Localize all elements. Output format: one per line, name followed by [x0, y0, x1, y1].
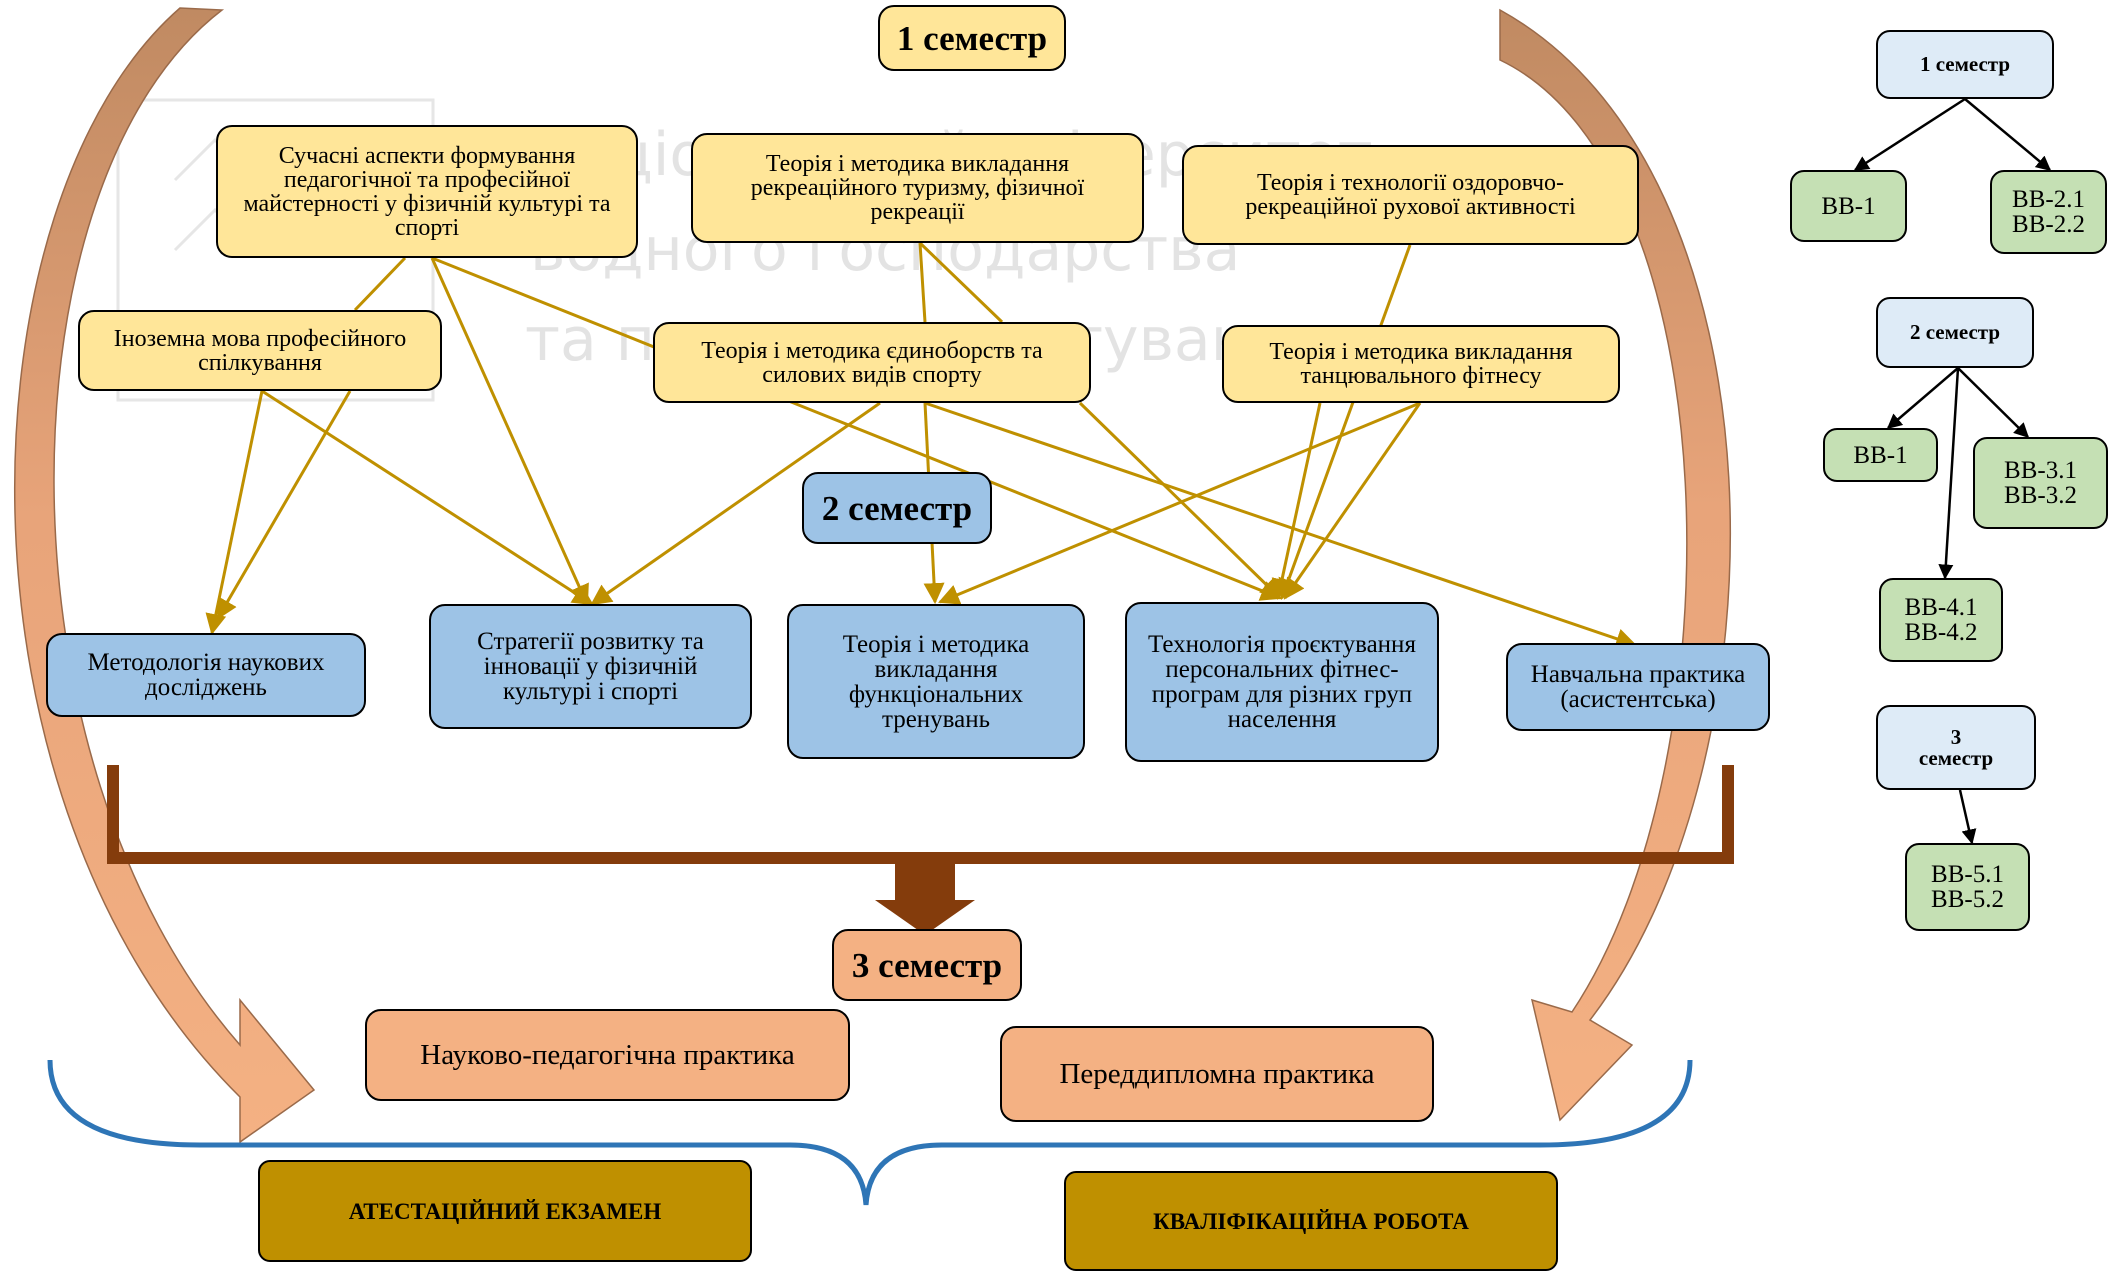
- course-functional-training: Теорія і методика викладання функціональ…: [787, 604, 1085, 759]
- course-research-methodology: Методологія наукових досліджень: [46, 633, 366, 717]
- left-curved-arrow: [13, 7, 316, 1144]
- research-pedagogical-practice: Науково-педагогічна практика: [365, 1009, 850, 1101]
- semester-3-label: 3 семестр: [832, 929, 1022, 1001]
- course-pedagogical-mastery: Сучасні аспекти формування педагогічної …: [216, 125, 638, 258]
- right-curved-arrow: [1499, 8, 1731, 1122]
- merge-arrow: [875, 858, 975, 935]
- legend-vv-5: ВВ-5.1 ВВ-5.2: [1905, 843, 2030, 931]
- merge-bracket: [107, 765, 1734, 864]
- course-development-strategies: Стратегії розвитку та інновації у фізичн…: [429, 604, 752, 729]
- course-personal-fitness-programs: Технологія проєктування персональних фіт…: [1125, 602, 1439, 762]
- course-teaching-practice: Навчальна практика (асистентська): [1506, 643, 1770, 731]
- legend-semester-2: 2 семестр: [1876, 297, 2034, 368]
- legend-vv-4: ВВ-4.1 ВВ-4.2: [1879, 578, 2003, 662]
- legend-vv-2: ВВ-2.1 ВВ-2.2: [1990, 170, 2107, 254]
- semester-2-label: 2 семестр: [802, 472, 992, 544]
- legend-vv-1-s2: ВВ-1: [1823, 428, 1938, 482]
- legend-vv-3: ВВ-3.1 ВВ-3.2: [1973, 437, 2108, 529]
- qualification-work: КВАЛІФІКАЦІЙНА РОБОТА: [1064, 1171, 1558, 1271]
- legend-vv-1-s1: ВВ-1: [1790, 170, 1907, 242]
- course-martial-arts: Теорія і методика єдиноборств та силових…: [653, 322, 1091, 403]
- legend-connectors: [1853, 97, 2052, 845]
- semester-1-label: 1 семестр: [878, 5, 1066, 71]
- pre-diploma-practice: Переддипломна практика: [1000, 1026, 1434, 1122]
- legend-semester-3: 3 семестр: [1876, 705, 2036, 790]
- course-dance-fitness: Теорія і методика викладання танцювально…: [1222, 325, 1620, 403]
- connector-lines: [205, 241, 1637, 649]
- curly-brace: [47, 1059, 1693, 1206]
- attestation-exam: АТЕСТАЦІЙНИЙ ЕКЗАМЕН: [258, 1160, 752, 1262]
- course-foreign-language: Іноземна мова професійного спілкування: [78, 310, 442, 391]
- course-recreational-tourism: Теорія і методика викладання рекреаційно…: [691, 133, 1144, 243]
- legend-semester-1: 1 семестр: [1876, 30, 2054, 99]
- course-health-recreation: Теорія і технології оздоровчо-рекреаційн…: [1182, 145, 1639, 245]
